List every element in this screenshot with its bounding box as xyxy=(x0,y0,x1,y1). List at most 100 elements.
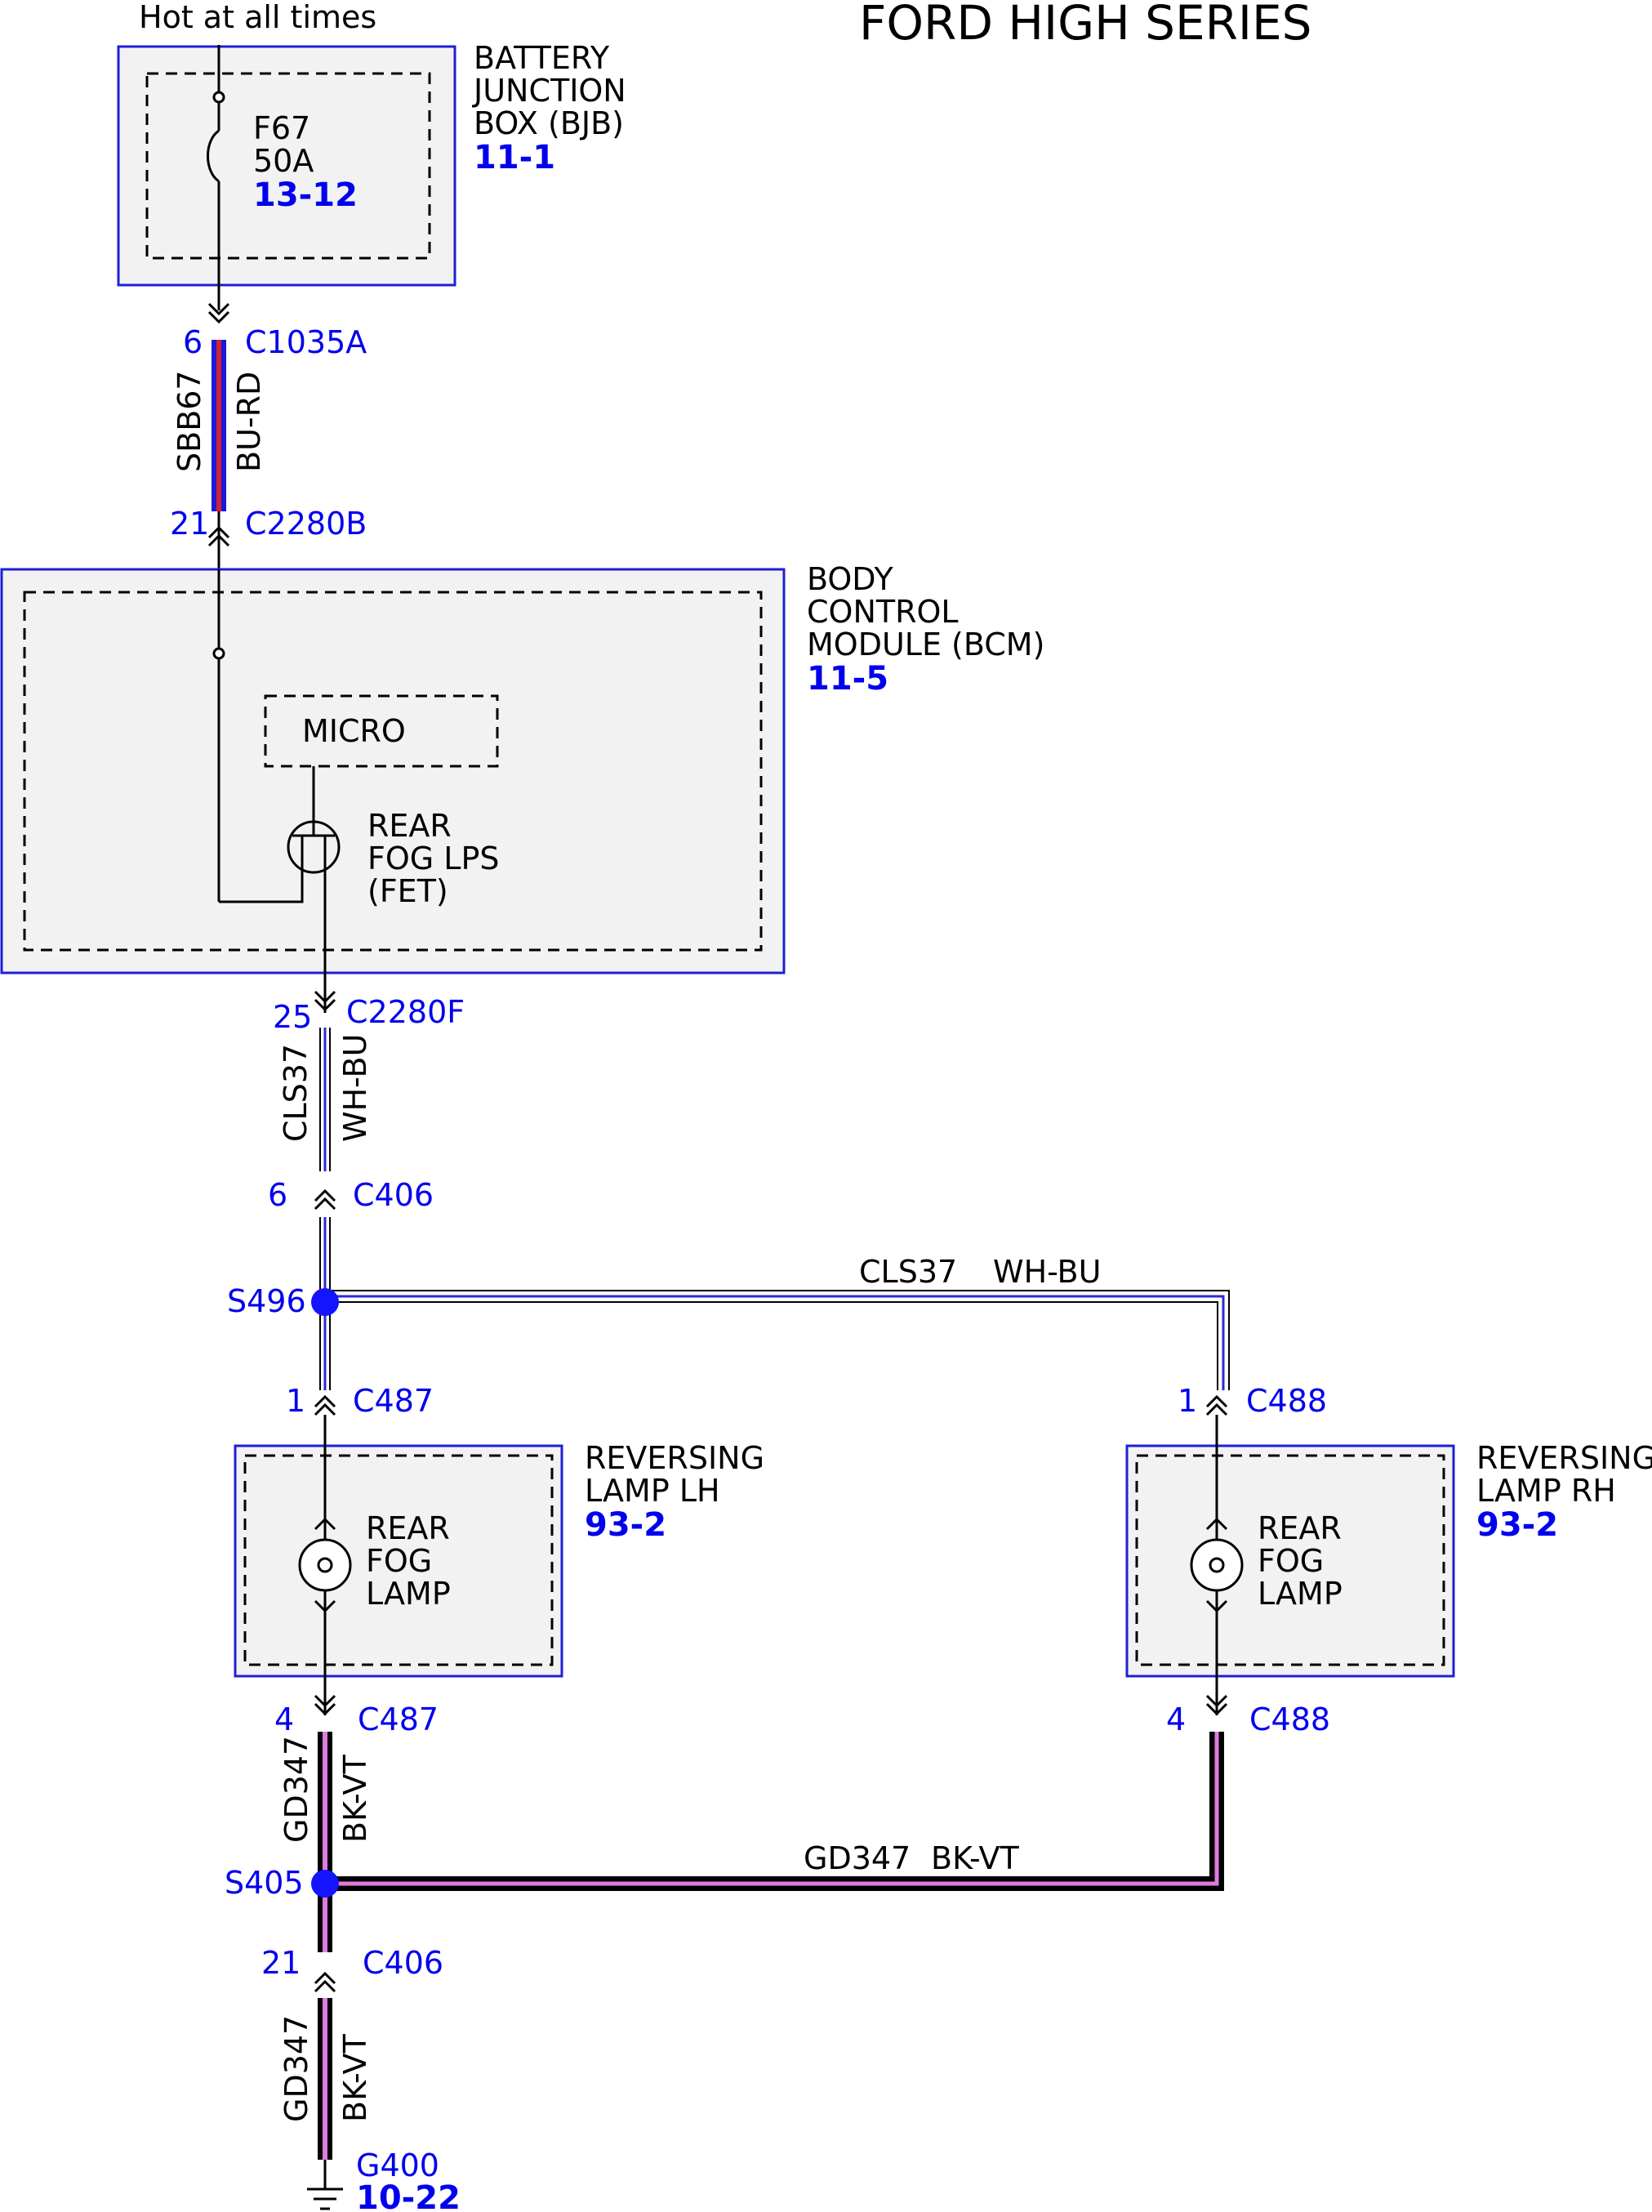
wire-gd347-b-circuit: GD347 xyxy=(804,1840,911,1876)
lamp-lh-inner-boundary xyxy=(243,1454,554,1666)
connector-c488-out[interactable] xyxy=(1205,1694,1228,1716)
lamp-rh-ref[interactable]: 93-2 xyxy=(1476,1506,1558,1544)
connector-c487-in-icon xyxy=(314,1403,336,1416)
bcm-name-line-1: BODY xyxy=(807,561,893,597)
connector-c1035a-icon-2 xyxy=(207,310,230,324)
connector-c487-out-icon xyxy=(314,1694,336,1708)
fuse-icon xyxy=(207,129,220,183)
connector-c487-out-icon-2 xyxy=(314,1702,336,1716)
connector-c2280f-id: C2280F xyxy=(346,994,465,1030)
bcm-fet-supply xyxy=(219,864,304,903)
fet-label-line-3: (FET) xyxy=(367,873,448,909)
connector-c406-upper[interactable] xyxy=(314,1189,336,1211)
fuse-rating: 50A xyxy=(253,143,314,179)
connector-c2280f[interactable] xyxy=(314,990,336,1012)
connector-c406-lower[interactable] xyxy=(314,1971,336,1993)
connector-c2280b-pin: 21 xyxy=(170,506,209,542)
splice-s496[interactable] xyxy=(311,1288,339,1316)
battery-junction-box[interactable] xyxy=(117,45,456,287)
ground-id: G400 xyxy=(356,2147,439,2183)
lamp-lh-outline xyxy=(234,1444,563,1678)
wire-gd347-a-circuit: GD347 xyxy=(278,1736,314,1843)
connector-c487-out-pin: 4 xyxy=(274,1701,294,1737)
bjb-name-line-2: JUNCTION xyxy=(472,73,626,109)
wire-gd347-rh-stripe xyxy=(325,1732,1219,1886)
wire-cls37-a-color: WH-BU xyxy=(337,1034,373,1142)
fuse-ref[interactable]: 13-12 xyxy=(253,176,358,214)
wire-gd347-lh[interactable] xyxy=(318,1732,332,1952)
bcm-feed-terminal xyxy=(212,647,225,660)
wire-gd347-c-circuit: GD347 xyxy=(278,2015,314,2122)
bcm-name-line-2: CONTROL xyxy=(807,594,959,630)
connector-c488-in-id: C488 xyxy=(1246,1383,1327,1419)
connector-c487-in[interactable] xyxy=(314,1394,336,1416)
lamp-lh-ref[interactable]: 93-2 xyxy=(585,1506,666,1544)
connector-c406-lower-pin: 21 xyxy=(261,1945,301,1981)
bcm-ref[interactable]: 11-5 xyxy=(807,660,888,698)
wire-sbb67-stripe xyxy=(216,340,221,511)
fet-label-line-2: FOG LPS xyxy=(367,841,500,876)
connector-c488-in-icon xyxy=(1205,1403,1228,1416)
wire-gd347-lh-stripe xyxy=(323,1732,327,1952)
wire-gd347-rh[interactable] xyxy=(325,1732,1224,1891)
ground-ref[interactable]: 10-22 xyxy=(356,2179,461,2212)
bjb-name-line-3: BOX (BJB) xyxy=(474,105,624,141)
reversing-lamp-rh[interactable] xyxy=(1125,1444,1455,1678)
wire-gd347-ground-stripe xyxy=(323,1998,327,2160)
connector-c406-upper-pin: 6 xyxy=(268,1177,287,1213)
connector-c2280f-icon xyxy=(314,990,336,1004)
connector-c487-in-id: C487 xyxy=(353,1383,434,1419)
connector-c1035a[interactable] xyxy=(207,302,230,324)
fuse-terminal-top xyxy=(212,91,225,104)
lamp-rh-bulb-line-3: LAMP xyxy=(1258,1576,1343,1612)
wire-gd347-a-color: BK-VT xyxy=(337,1755,373,1843)
connector-c488-in-icon-2 xyxy=(1205,1394,1228,1408)
fuse-id: F67 xyxy=(253,110,310,146)
bcm-name-line-3: MODULE (BCM) xyxy=(807,627,1044,662)
wire-branch-stripe xyxy=(325,1295,1225,1390)
wire-sbb67-color: BU-RD xyxy=(231,372,267,472)
splice-s405[interactable] xyxy=(311,1870,339,1898)
bcm-inner-boundary xyxy=(23,591,763,952)
connector-c406-lower-icon-2 xyxy=(314,1971,336,1985)
diagram-title: FORD HIGH SERIES xyxy=(859,0,1311,51)
connector-c406-upper-icon xyxy=(314,1197,336,1211)
wire-gd347-ground[interactable] xyxy=(318,1998,332,2160)
connector-c1035a-id: C1035A xyxy=(245,324,367,360)
lamp-rh-bulb-icon xyxy=(1190,1517,1244,1613)
splice-s405-label: S405 xyxy=(225,1865,304,1901)
wire-gd347-b-color: BK-VT xyxy=(931,1840,1019,1876)
wire-gd347-c-color: BK-VT xyxy=(337,2034,373,2122)
connector-c2280b-id: C2280B xyxy=(245,506,367,542)
connector-c1035a-icon xyxy=(207,302,230,316)
wire-sbb67[interactable] xyxy=(212,340,226,511)
bjb-ref[interactable]: 11-1 xyxy=(474,139,555,176)
lamp-rh-bulb-line-2: FOG xyxy=(1258,1543,1324,1579)
supply-note: Hot at all times xyxy=(139,0,376,35)
connector-c488-in[interactable] xyxy=(1205,1394,1228,1416)
connector-c487-out[interactable] xyxy=(314,1694,336,1716)
lamp-rh-outline xyxy=(1125,1444,1455,1678)
lamp-rh-name-line-2: LAMP RH xyxy=(1476,1473,1616,1509)
connector-c488-out-icon xyxy=(1205,1694,1228,1708)
connector-c2280f-icon-2 xyxy=(314,998,336,1012)
wire-cls37-upper[interactable] xyxy=(319,1028,331,1171)
wire-branch-outline xyxy=(325,1290,1230,1390)
body-control-module[interactable] xyxy=(0,568,786,974)
reversing-lamp-lh[interactable] xyxy=(234,1444,563,1678)
lamp-rh-bulb-line-1: REAR xyxy=(1258,1510,1342,1546)
connector-c406-upper-id: C406 xyxy=(353,1177,434,1213)
lamp-rh-name-line-1: REVERSING xyxy=(1476,1440,1652,1476)
ground-icon[interactable] xyxy=(307,2160,343,2210)
lamp-rh-inner-boundary xyxy=(1135,1454,1445,1666)
wire-cls37-branch-rh[interactable] xyxy=(325,1290,1230,1390)
connector-c488-out-id: C488 xyxy=(1249,1701,1330,1737)
bcm-outline xyxy=(0,568,786,974)
connector-c488-out-icon-2 xyxy=(1205,1702,1228,1716)
wire-sbb67-circuit: SBB67 xyxy=(171,370,207,472)
splice-s496-label: S496 xyxy=(227,1283,306,1319)
bjb-outline xyxy=(117,45,456,287)
bjb-name-line-1: BATTERY xyxy=(474,40,610,76)
micro-label: MICRO xyxy=(302,713,406,749)
